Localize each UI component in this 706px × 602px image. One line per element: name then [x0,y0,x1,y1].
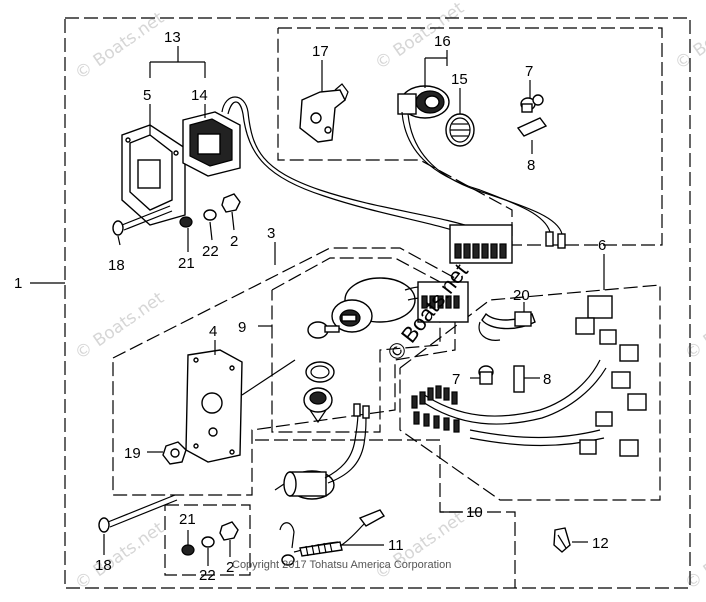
group-box-washers [164,504,251,576]
washer-22-bottom [201,536,215,548]
leader-lines [103,46,605,566]
buzzer-10 [274,470,335,500]
callout-22-bottom: 22 [199,567,216,584]
callout-7-mid: 7 [452,371,460,388]
clamp-20 [478,311,536,341]
watermark: © Boats.net [671,0,706,74]
callout-numbers: 1 13 5 14 17 16 15 7 8 18 21 22 2 3 6 20… [14,29,609,584]
callout-11: 11 [388,537,404,554]
callout-21-bottom: 21 [179,511,196,528]
wire-10b [327,413,367,484]
callout-7-top: 7 [525,63,533,80]
watermark: © Boats.net [71,518,168,594]
callout-4: 4 [209,323,217,340]
sleeve-8-top [516,117,548,137]
key-switch-9 [331,277,469,333]
callout-12: 12 [592,535,609,552]
copyright-notice: Copyright 2017 Tohatsu America Corporati… [232,559,451,571]
mounting-plate-5 [121,124,186,226]
terminal-16b [557,233,566,249]
callout-21-top: 21 [178,255,195,272]
callout-8-top: 8 [527,157,535,174]
callout-6: 6 [598,237,606,254]
callout-15: 15 [451,71,468,88]
cap-9 [303,387,333,424]
callout-5: 5 [143,87,151,104]
callout-17: 17 [312,43,329,60]
callout-19: 19 [124,445,141,462]
watermark: © Boats.net [681,288,706,364]
callout-1: 1 [14,275,22,292]
callout-2-bottom: 2 [226,559,234,576]
switch-16 [397,85,450,119]
group-box-3 [112,247,456,496]
wire-16b [407,113,563,235]
leader-4-to-9 [241,359,296,396]
terminal-10b [362,405,370,419]
lanyard-11 [279,509,386,566]
plug-7-top [520,94,544,113]
callout-2-top: 2 [230,233,238,250]
callout-10: 10 [466,504,483,521]
terminal-16a [545,231,554,247]
callout-16: 16 [434,33,451,50]
callout-13: 13 [164,29,181,46]
callout-14: 14 [191,87,208,104]
bracket-17 [299,83,349,143]
watermark: © Boats.net [371,508,468,584]
screw-18-top [112,205,173,236]
nut-19-hole [170,448,180,458]
plug-7-mid [478,365,494,385]
key-9 [307,321,340,339]
group-box-6 [399,284,661,501]
washer-21-bottom [181,544,195,556]
washer-21-top [179,216,193,228]
group-box-9 [271,257,441,433]
nut-2-bottom [219,521,239,541]
nut-2-top [221,193,241,213]
callout-22-top: 22 [202,243,219,260]
watermark: © Boats.net [681,518,706,594]
callout-9: 9 [238,319,246,336]
o-ring-9-inner [310,365,330,379]
sleeve-8-mid [513,365,525,393]
wire-10 [324,411,359,479]
screw-18-bottom [98,494,178,533]
wire-16 [401,111,551,233]
watermark: © Boats.net [71,8,168,84]
callout-3: 3 [267,225,275,242]
mounting-plate-4 [185,349,243,463]
callout-18-bottom: 18 [95,557,112,574]
switch-14 [182,111,241,177]
wire-14b [227,101,471,237]
watermark: © Boats.net [371,0,468,74]
washer-22-top [203,209,217,221]
cap-15 [445,113,475,147]
terminal-10a [353,403,361,417]
o-ring-9 [305,361,335,383]
callout-8-mid: 8 [543,371,551,388]
callout-20: 20 [513,287,530,304]
clip-12 [553,527,571,553]
harness-6 [411,295,647,457]
watermark: © Boats.net [71,288,168,364]
callout-18-top: 18 [108,257,125,274]
connector-bundle-top [449,224,513,264]
